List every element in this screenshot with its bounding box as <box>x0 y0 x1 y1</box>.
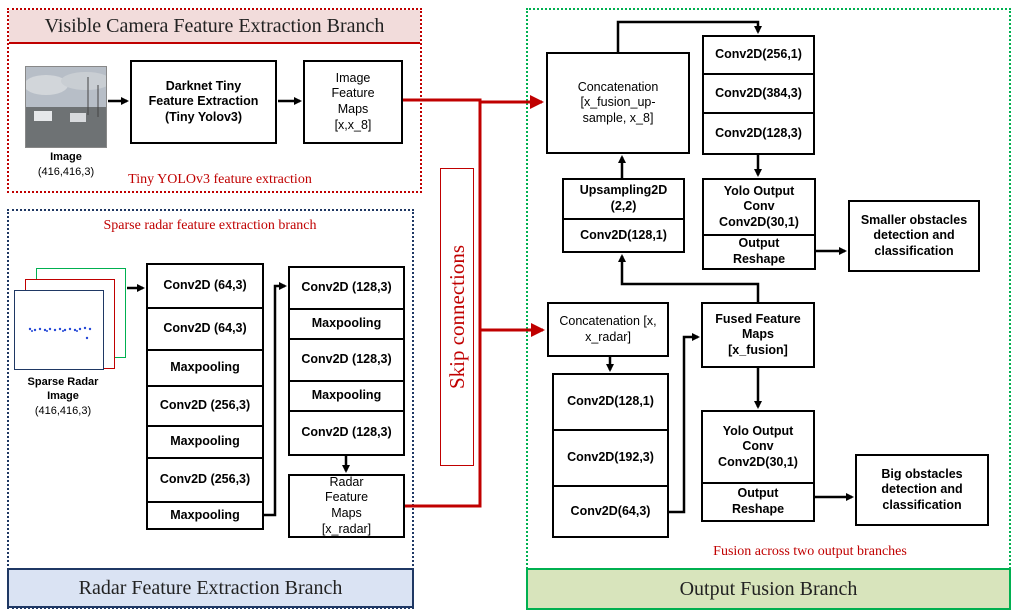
yolo-top-conv: Yolo Output Conv Conv2D(30,1) <box>704 180 814 236</box>
upsampling-box: Upsampling2D (2,2) <box>564 180 683 220</box>
visible-branch-title: Visible Camera Feature Extraction Branch <box>9 10 420 44</box>
radar-branch-title: Radar Feature Extraction Branch <box>7 568 414 608</box>
concat-top-box: Concatenation [x_fusion_up-sample, x_8] <box>546 52 690 154</box>
top-conv-stack: Conv2D(256,1) Conv2D(384,3) Conv2D(128,3… <box>702 35 815 155</box>
radar-col1-conv1: Conv2D (64,3) <box>148 265 262 309</box>
arrow-col1-to-col2 <box>264 282 287 517</box>
bottom-conv-stack: Conv2D(128,1) Conv2D(192,3) Conv2D(64,3) <box>552 373 669 538</box>
top-stack-conv2: Conv2D(384,3) <box>704 75 813 114</box>
radar-column-2: Conv2D (128,3) Maxpooling Conv2D (128,3)… <box>288 266 405 456</box>
upsampling-stack: Upsampling2D (2,2) Conv2D(128,1) <box>562 178 685 253</box>
fusion-branch-caption: Fusion across two output branches <box>713 544 907 559</box>
visible-branch-caption: Tiny YOLOv3 feature extraction <box>128 172 312 187</box>
skip-arrow-image-to-concat <box>403 95 544 109</box>
camera-image-size: (416,416,3) <box>37 165 95 178</box>
radar-branch-caption: Sparse radar feature extraction branch <box>103 218 317 233</box>
radar-col2-conv1: Conv2D (128,3) <box>290 268 403 310</box>
radar-col2-pool1: Maxpooling <box>290 310 403 340</box>
radar-points <box>28 326 92 340</box>
yolo-top-stack: Yolo Output Conv Conv2D(30,1) Output Res… <box>702 178 816 270</box>
fusion-branch-title: Output Fusion Branch <box>526 568 1011 610</box>
arrow-concat-to-top-stack <box>616 20 762 52</box>
skip-arrow-radar-to-concat <box>405 323 545 508</box>
bottom-stack-conv3: Conv2D(64,3) <box>570 503 651 518</box>
bottom-stack-conv2: Conv2D(192,3) <box>554 431 667 487</box>
radar-col1-pool2: Maxpooling <box>148 427 262 459</box>
radar-col1-pool1: Maxpooling <box>148 351 262 387</box>
radar-feature-maps-box: Radar Feature Maps [x_radar] <box>288 474 405 538</box>
radar-image-label: Sparse Radar Image <box>27 376 99 402</box>
radar-image-size: (416,416,3) <box>34 404 92 417</box>
fused-feature-maps-box: Fused Feature Maps [x_fusion] <box>701 302 815 368</box>
yolo-bottom-conv: Yolo Output Conv Conv2D(30,1) <box>703 412 813 484</box>
radar-col2-pool2: Maxpooling <box>290 382 403 412</box>
camera-image-label: Image <box>50 150 82 163</box>
radar-col1-conv2: Conv2D (64,3) <box>148 309 262 351</box>
skip-connections-panel <box>440 168 474 466</box>
top-stack-conv3: Conv2D(128,3) <box>715 125 802 140</box>
image-feature-maps-box: Image Feature Maps [x,x_8] <box>303 60 403 144</box>
radar-col2-conv3: Conv2D (128,3) <box>301 425 392 440</box>
small-obstacles-box: Smaller obstacles detection and classifi… <box>848 200 980 272</box>
radar-image-front <box>14 290 104 370</box>
arrow-bottom-stack-to-fused <box>669 333 700 514</box>
radar-branch-panel <box>7 209 414 609</box>
big-obstacles-box: Big obstacles detection and classificati… <box>855 454 989 526</box>
yolo-bottom-reshape: Output Reshape <box>731 486 785 516</box>
camera-image-scene <box>26 67 106 147</box>
top-stack-conv1: Conv2D(256,1) <box>704 37 813 75</box>
arrow-fused-to-upsampling <box>618 254 760 302</box>
darknet-box: Darknet Tiny Feature Extraction (Tiny Yo… <box>130 60 277 144</box>
radar-col1-pool3: Maxpooling <box>170 507 240 522</box>
camera-image <box>25 66 107 148</box>
concat-bottom-box: Concatenation [x, x_radar] <box>547 302 669 357</box>
bottom-stack-conv1: Conv2D(128,1) <box>554 375 667 431</box>
radar-column-1: Conv2D (64,3) Conv2D (64,3) Maxpooling C… <box>146 263 264 530</box>
radar-col1-conv4: Conv2D (256,3) <box>148 459 262 503</box>
yolo-top-reshape: Output Reshape <box>732 236 786 266</box>
radar-col1-conv3: Conv2D (256,3) <box>148 387 262 427</box>
yolo-bottom-stack: Yolo Output Conv Conv2D(30,1) Output Res… <box>701 410 815 522</box>
upsampling-conv: Conv2D(128,1) <box>580 227 667 242</box>
radar-col2-conv2: Conv2D (128,3) <box>290 340 403 382</box>
